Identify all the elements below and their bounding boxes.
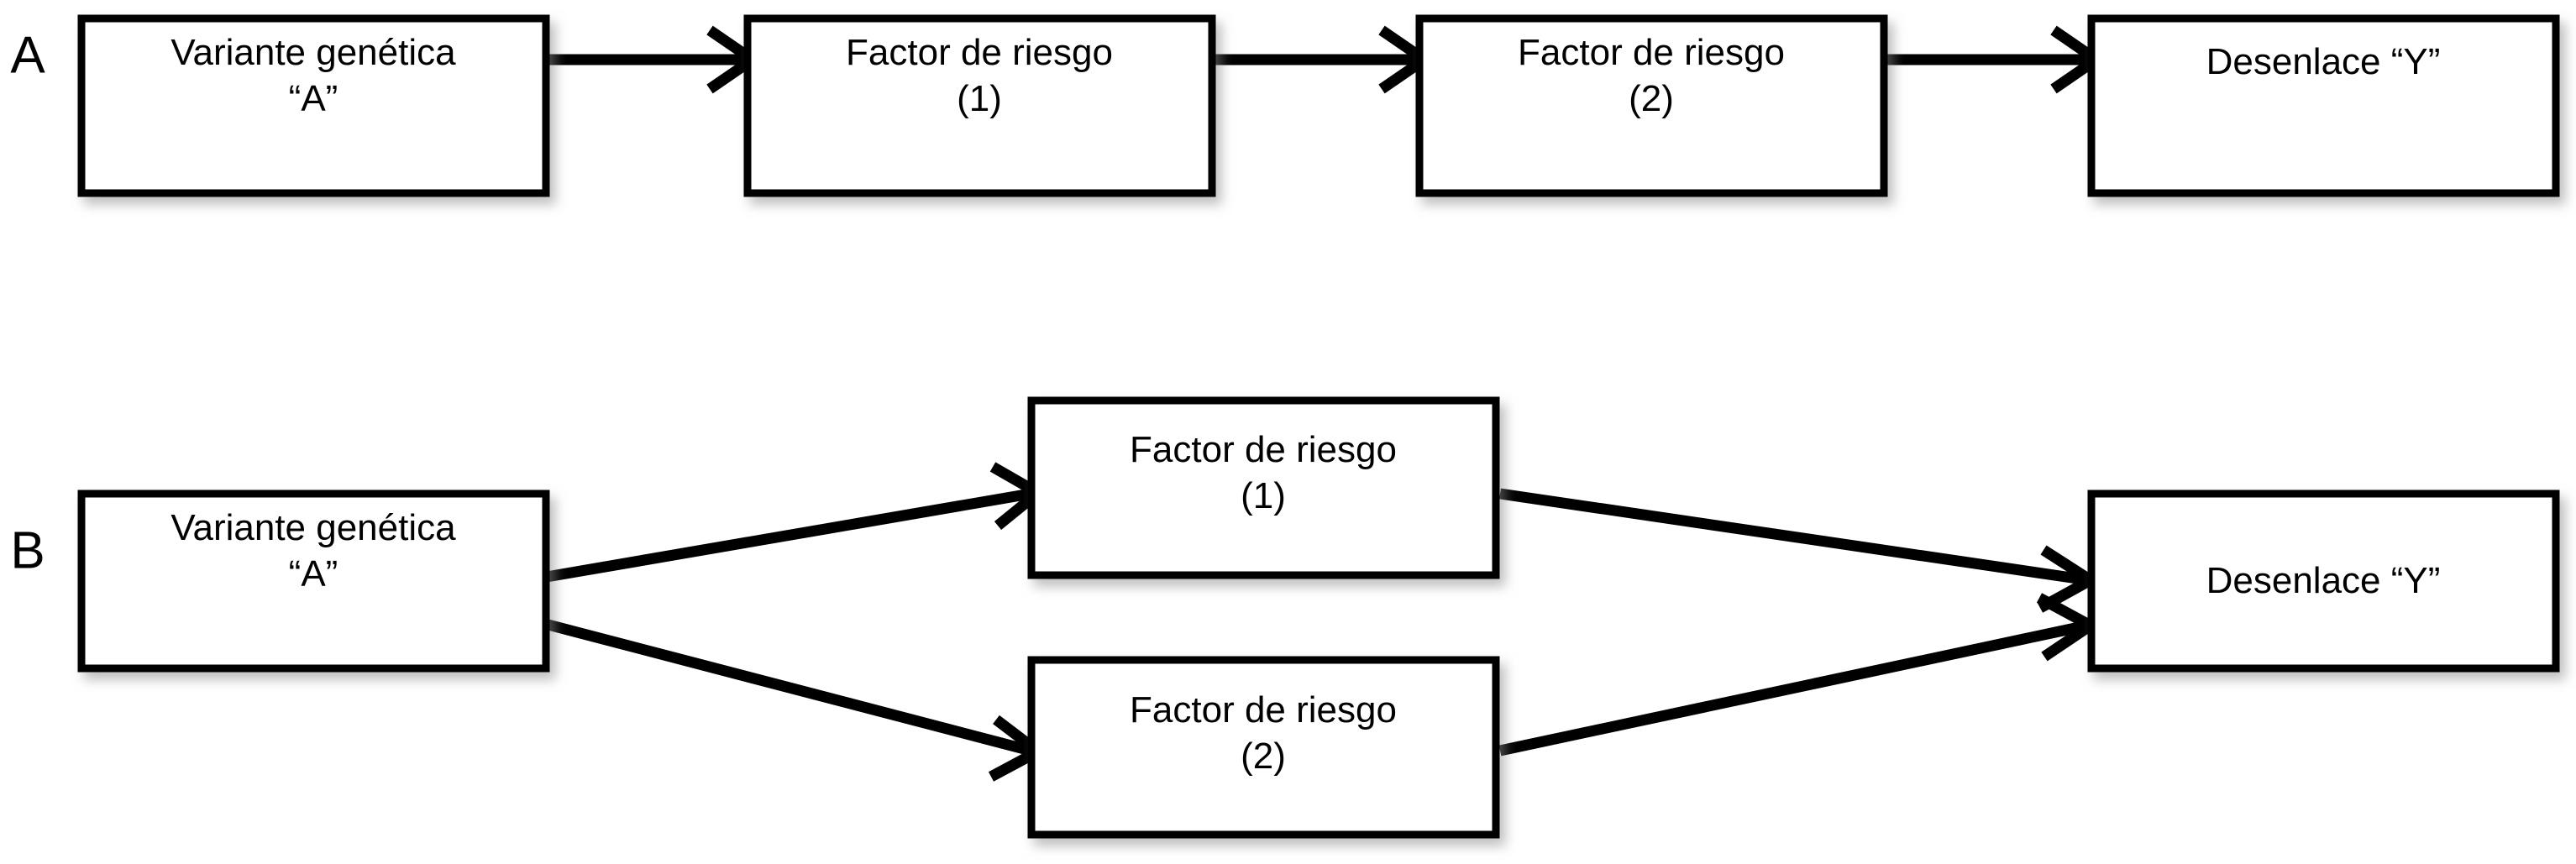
panel-b: B	[10, 396, 2560, 839]
panel-b-label: B	[10, 521, 45, 579]
node-b-variant-line1: Variante genética	[171, 507, 456, 548]
panel-a: A Variante genética	[10, 14, 2560, 197]
edge-b-variant-to-risk1	[540, 462, 1048, 584]
node-b-risk-2-line1: Factor de riesgo	[1130, 689, 1397, 730]
node-b-variant-line2: “A”	[289, 553, 338, 594]
node-a-risk-1-line1: Factor de riesgo	[846, 32, 1113, 73]
node-a-risk-1[interactable]: Factor de riesgo (1)	[743, 14, 1216, 197]
edge-b-variant-to-risk2	[540, 617, 1048, 782]
node-b-risk-2[interactable]: Factor de riesgo (2)	[1027, 656, 1500, 839]
node-a-outcome[interactable]: Desenlace “Y”	[2087, 14, 2560, 197]
node-a-risk-2-line1: Factor de riesgo	[1518, 32, 1785, 73]
node-b-risk-1-line1: Factor de riesgo	[1130, 429, 1397, 470]
node-b-outcome[interactable]: Desenlace “Y”	[2087, 490, 2560, 673]
node-a-variant-line1: Variante genética	[171, 32, 456, 73]
node-a-variant-line2: “A”	[289, 78, 338, 119]
node-b-variant[interactable]: Variante genética “A”	[77, 490, 550, 673]
node-b-risk-2-line2: (2)	[1241, 736, 1286, 777]
node-a-variant[interactable]: Variante genética “A”	[77, 14, 550, 197]
node-b-risk-1-line2: (1)	[1241, 475, 1286, 516]
node-a-outcome-line1: Desenlace “Y”	[2206, 41, 2441, 82]
edge-a-risk1-to-risk2	[1215, 25, 1435, 94]
node-a-risk-1-line2: (1)	[957, 78, 1002, 119]
node-a-risk-2-line2: (2)	[1629, 78, 1674, 119]
edge-a-variant-to-risk1	[542, 25, 763, 94]
node-b-outcome-line1: Desenlace “Y”	[2206, 560, 2441, 601]
edge-a-risk2-to-outcome	[1886, 25, 2106, 94]
node-a-risk-2[interactable]: Factor de riesgo (2)	[1415, 14, 1888, 197]
edge-b-risk2-to-outcome	[1498, 593, 2101, 757]
edge-b-risk1-to-outcome	[1499, 488, 2101, 613]
node-b-risk-1[interactable]: Factor de riesgo (1)	[1027, 396, 1500, 579]
panel-a-label: A	[10, 26, 45, 84]
